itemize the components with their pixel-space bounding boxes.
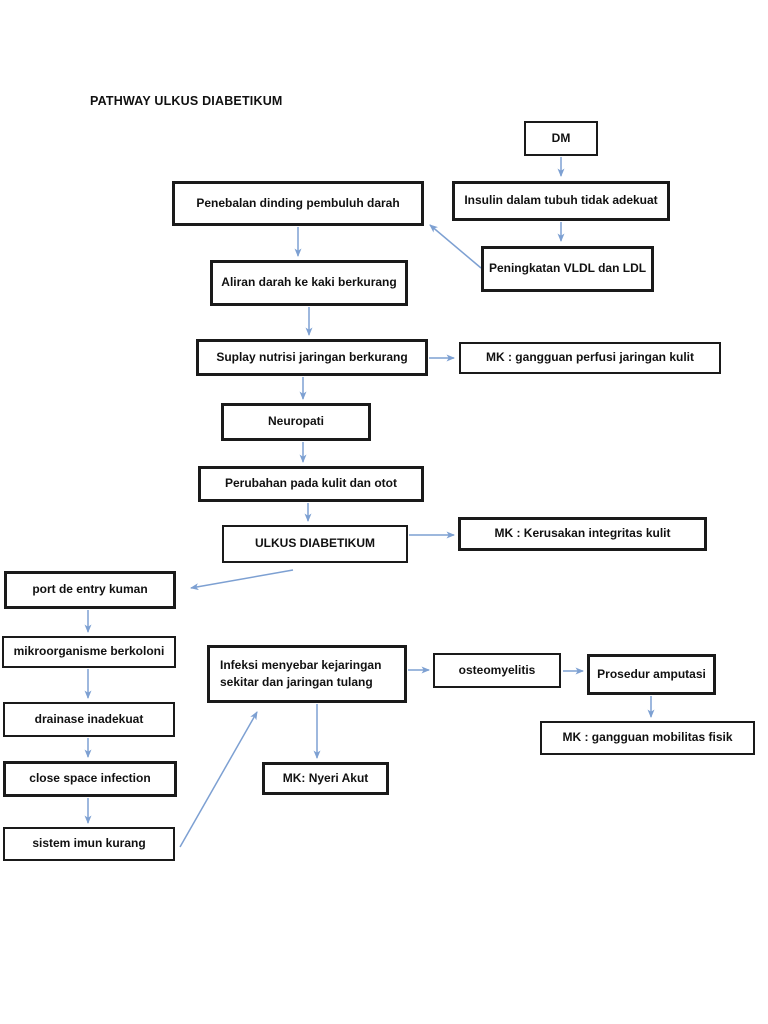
node-mk-nyeri-akut: MK: Nyeri Akut bbox=[262, 762, 389, 795]
node-mikroorganisme-berkoloni: mikroorganisme berkoloni bbox=[2, 636, 176, 668]
node-mk-kerusakan-integritas: MK : Kerusakan integritas kulit bbox=[458, 517, 707, 551]
node-osteomyelitis: osteomyelitis bbox=[433, 653, 561, 688]
node-ulkus-diabetikum: ULKUS DIABETIKUM bbox=[222, 525, 408, 563]
node-perubahan-kulit-otot: Perubahan pada kulit dan otot bbox=[198, 466, 424, 502]
node-sistem-imun-kurang: sistem imun kurang bbox=[3, 827, 175, 861]
node-prosedur-amputasi: Prosedur amputasi bbox=[587, 654, 716, 695]
node-insulin-tidak-adekuat: Insulin dalam tubuh tidak adekuat bbox=[452, 181, 670, 221]
node-aliran-darah-berkurang: Aliran darah ke kaki berkurang bbox=[210, 260, 408, 306]
arrow-ulkus-to-port bbox=[190, 569, 294, 591]
node-suplay-nutrisi-berkurang: Suplay nutrisi jaringan berkurang bbox=[196, 339, 428, 376]
node-port-de-entry-kuman: port de entry kuman bbox=[4, 571, 176, 609]
node-penebalan-dinding-pembuluh: Penebalan dinding pembuluh darah bbox=[172, 181, 424, 226]
node-peningkatan-vldl-ldl: Peningkatan VLDL dan LDL bbox=[481, 246, 654, 292]
node-neuropati: Neuropati bbox=[221, 403, 371, 441]
node-mk-gangguan-mobilitas: MK : gangguan mobilitas fisik bbox=[540, 721, 755, 755]
arrow-sistem-to-infeksi bbox=[179, 711, 258, 848]
node-mk-gangguan-perfusi: MK : gangguan perfusi jaringan kulit bbox=[459, 342, 721, 374]
node-drainase-inadekuat: drainase inadekuat bbox=[3, 702, 175, 737]
page-title: PATHWAY ULKUS DIABETIKUM bbox=[90, 94, 283, 108]
node-infeksi-menyebar: Infeksi menyebar kejaringan sekitar dan … bbox=[207, 645, 407, 703]
arrow-vldl-to-penebalan bbox=[429, 224, 482, 269]
node-dm: DM bbox=[524, 121, 598, 156]
node-close-space-infection: close space infection bbox=[3, 761, 177, 797]
